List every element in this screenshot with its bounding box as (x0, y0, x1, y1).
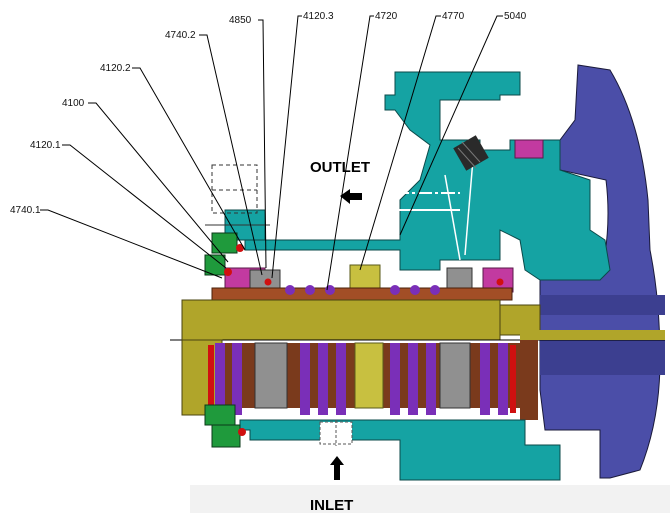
callout-4740-2: 4740.2 (165, 30, 196, 41)
callout-5040: 5040 (504, 11, 527, 22)
housing-lower (204, 404, 561, 481)
inlet-label: INLET (310, 497, 353, 513)
outlet-label: OUTLET (310, 159, 370, 176)
housing-upper (205, 71, 611, 281)
callout-4770: 4770 (442, 11, 465, 22)
outlet-arrow (340, 189, 362, 204)
set-screw (453, 135, 489, 171)
callout-4720: 4720 (375, 11, 398, 22)
leader-lines (40, 15, 503, 291)
callout-4120-2: 4120.2 (100, 63, 131, 74)
callout-4100: 4100 (62, 98, 85, 109)
impeller (539, 64, 665, 479)
callout-4740-1: 4740.1 (10, 205, 41, 216)
seal-lower (208, 340, 538, 420)
callout-4120-1: 4120.1 (30, 140, 61, 151)
callout-4120-3: 4120.3 (303, 11, 334, 22)
callout-4850: 4850 (229, 15, 252, 26)
bottom-shade (190, 485, 670, 513)
inlet-arrow (330, 456, 344, 480)
